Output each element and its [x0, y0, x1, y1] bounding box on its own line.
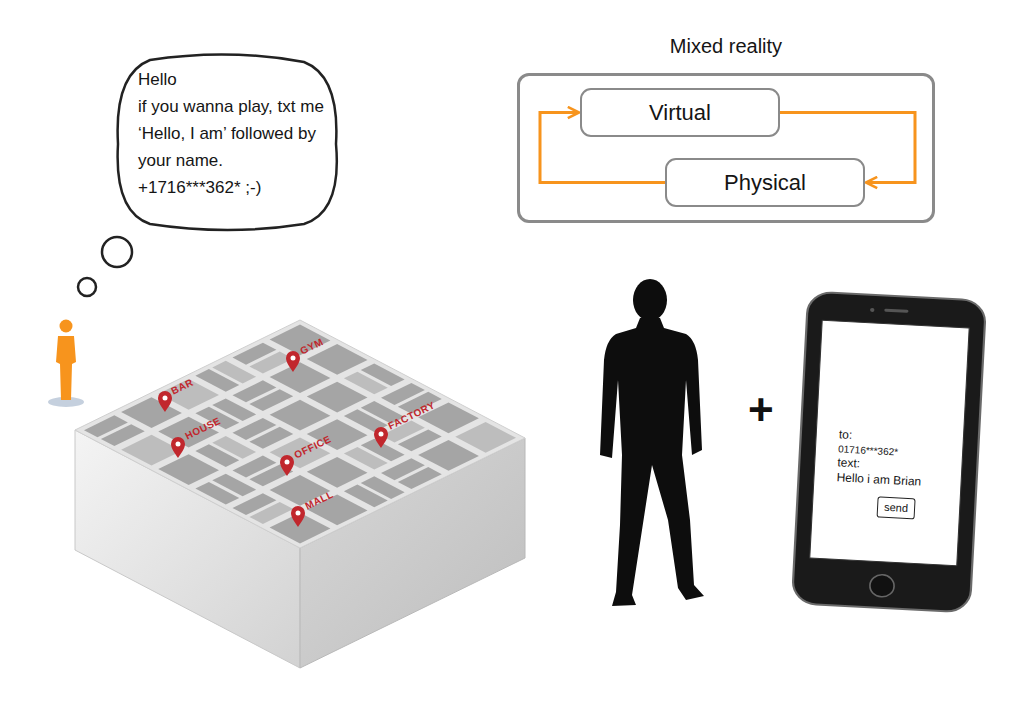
map-streets [84, 325, 516, 544]
city-block [121, 397, 182, 428]
map-pin [291, 506, 305, 527]
phone: to:01716***362*text:Hello i am Briansend [792, 292, 986, 613]
plus-sign: + [748, 384, 774, 435]
thought-dot [102, 237, 132, 267]
phone-body [792, 292, 986, 613]
mixed-reality-frame: Mixed realityVirtualPhysical [517, 73, 935, 223]
phone-camera [870, 308, 875, 312]
city-block [212, 436, 256, 459]
city-block [270, 400, 331, 431]
virtual-box: Virtual [580, 88, 780, 137]
frame-title: Mixed reality [520, 34, 932, 58]
person-silhouette [633, 279, 667, 321]
city-block [418, 440, 479, 471]
place-label: HOUSE [183, 415, 222, 442]
city-block [270, 362, 331, 393]
thought-dot [78, 278, 96, 296]
city-block [361, 364, 405, 387]
thought-bubble: Helloif you wanna play, txt me ‘Hello, I… [108, 52, 348, 234]
city-block [158, 454, 219, 485]
map-pin [374, 427, 388, 448]
person-silhouette [600, 318, 704, 606]
box-label: Virtual [649, 100, 711, 126]
place-label: GYM [298, 336, 325, 357]
city-block [455, 422, 516, 453]
map-pin [171, 437, 185, 458]
physical-box: Physical [665, 158, 865, 207]
player-figure [60, 320, 73, 333]
instruction-text: if you wanna play, txt me ‘Hello, I am’ … [138, 93, 333, 174]
map-top [75, 320, 525, 548]
city-block [361, 476, 405, 499]
city-block [212, 474, 256, 497]
player-figure [56, 336, 76, 400]
place-label: MALL [303, 489, 335, 513]
cloud-outline [118, 54, 337, 230]
home-button [869, 574, 894, 597]
map-pin [280, 455, 294, 476]
city-block [212, 361, 256, 384]
map-block-side [75, 430, 300, 668]
button-label: send [884, 501, 909, 515]
map-pin [158, 391, 172, 412]
box-label: Physical [724, 170, 806, 196]
city-block [307, 382, 368, 413]
map-pin [286, 351, 300, 372]
phone-number: +1716***362* ;-) [138, 174, 333, 201]
phone-speaker [884, 309, 908, 313]
phone-screen [810, 320, 969, 565]
place-label: BAR [169, 376, 195, 397]
place-label: FACTORY [386, 399, 437, 432]
city-block [307, 457, 368, 488]
place-label: OFFICE [292, 433, 333, 461]
send-button: send [877, 496, 916, 519]
city-block [398, 467, 442, 489]
greeting: Hello [138, 66, 333, 93]
